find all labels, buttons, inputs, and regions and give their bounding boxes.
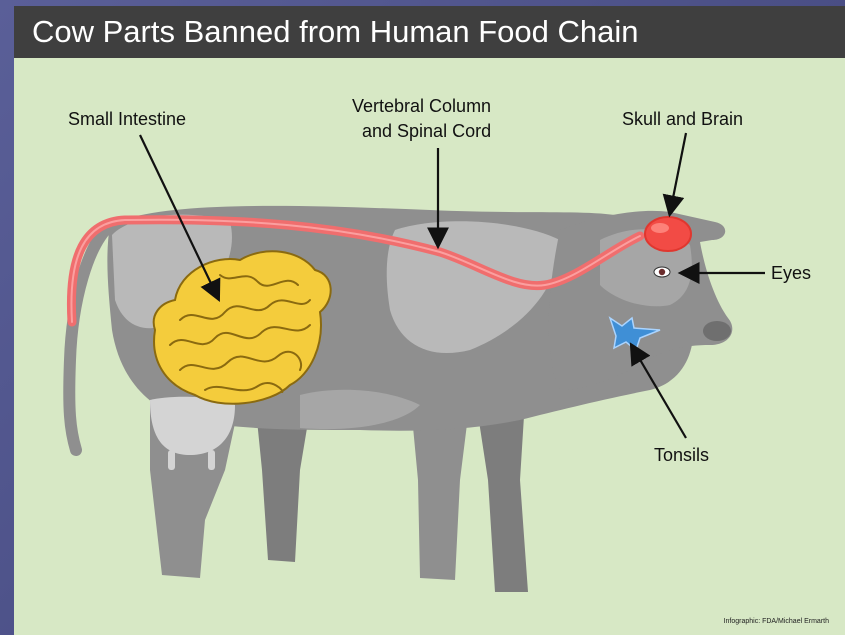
label-small-intestine: Small Intestine	[68, 108, 186, 131]
label-vertebral-line2: and Spinal Cord	[362, 120, 491, 143]
cow-pupil	[659, 269, 665, 275]
brain-highlight	[651, 223, 669, 233]
diagram-panel	[14, 58, 845, 635]
label-vertebral-line1: Vertebral Column	[352, 95, 491, 118]
cow-illustration	[14, 58, 845, 635]
skull-and-brain	[645, 217, 691, 251]
label-tonsils: Tonsils	[654, 444, 709, 467]
label-eyes: Eyes	[771, 262, 811, 285]
diagram-title: Cow Parts Banned from Human Food Chain	[32, 12, 639, 52]
cow-muzzle	[703, 321, 731, 341]
arrow-skull-brain	[670, 133, 686, 213]
cow-teat	[168, 450, 175, 470]
image-credit: Infographic: FDA/Michael Ermarth	[724, 618, 829, 625]
title-bar: Cow Parts Banned from Human Food Chain	[14, 6, 845, 58]
cow-teat	[208, 450, 215, 470]
label-skull-brain: Skull and Brain	[622, 108, 743, 131]
